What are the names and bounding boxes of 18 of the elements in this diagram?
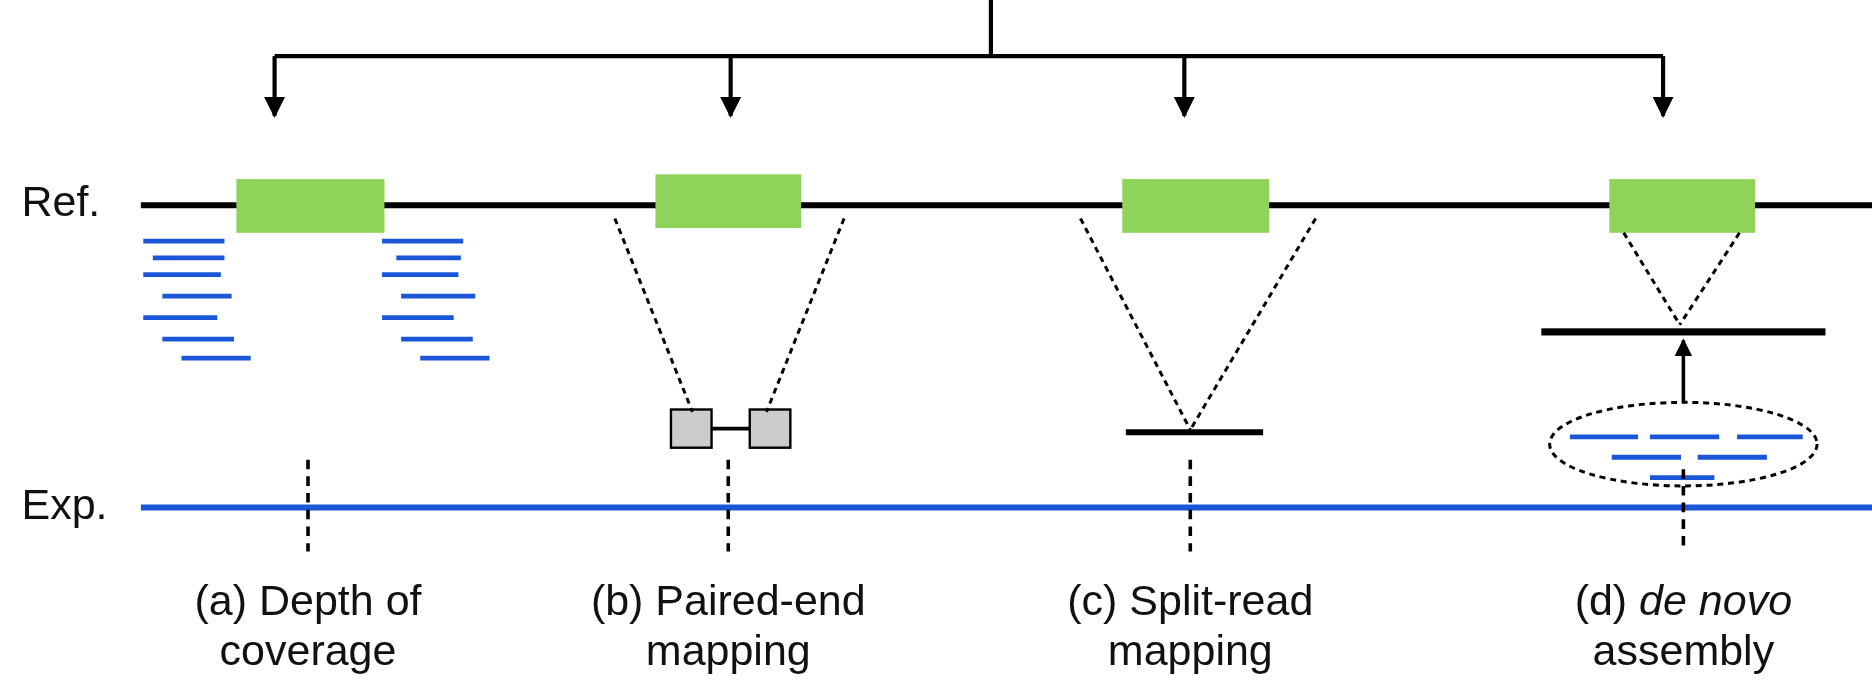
experiment-label: Exp. <box>21 479 109 531</box>
arrow <box>1674 338 1693 403</box>
arrow <box>1173 56 1195 118</box>
branching-line <box>272 0 1666 59</box>
reference-label: Ref. <box>21 176 102 227</box>
reference-segment <box>1609 179 1755 233</box>
method-caption: (c) Split-read mapping <box>1066 575 1315 676</box>
arrow <box>264 56 286 118</box>
arrow <box>1652 56 1674 118</box>
reference-segment <box>236 179 385 233</box>
reference-segment <box>1122 179 1270 233</box>
arrow <box>720 56 742 118</box>
contig-bar <box>1541 328 1826 336</box>
reference-segment <box>655 174 802 229</box>
method-caption: (a) Depth of coverage <box>193 575 423 676</box>
method-caption: (b) Paired-end mapping <box>589 575 867 676</box>
read-cluster <box>1548 400 1819 488</box>
method-caption: (d) de novo assembly <box>1573 575 1794 676</box>
